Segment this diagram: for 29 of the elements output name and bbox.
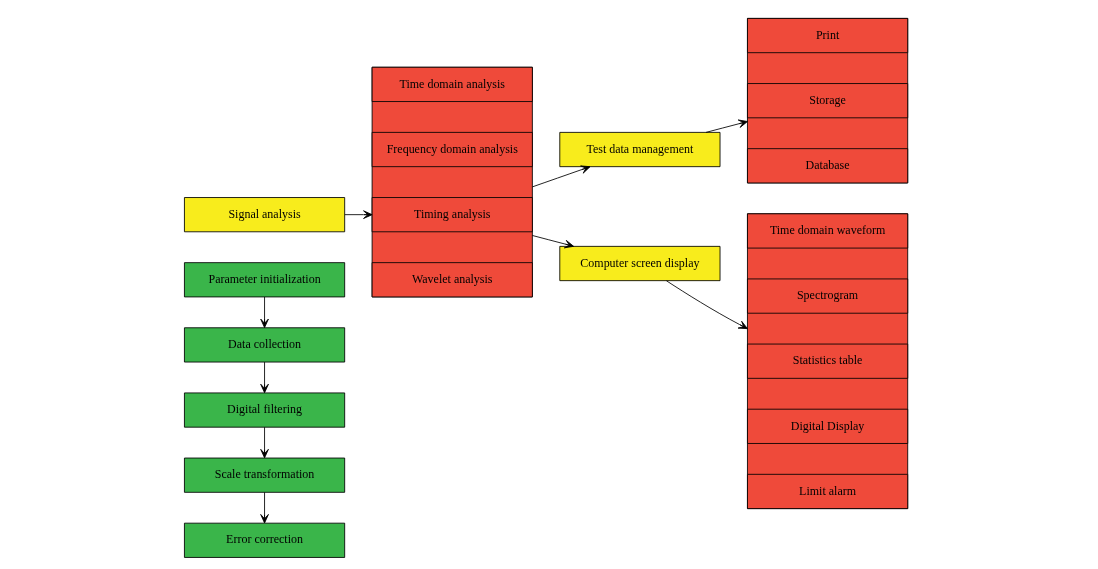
node-box: Database [746, 148, 908, 184]
arrow [259, 361, 269, 394]
arrow [705, 119, 748, 133]
node-box: Spectrogram [746, 278, 908, 314]
node-box: Statistics table [746, 343, 908, 379]
arrow [259, 296, 269, 329]
node-box: Limit alarm [746, 473, 908, 510]
arrow [259, 491, 269, 524]
node-box: Time domain analysis [371, 66, 533, 102]
arrow [259, 426, 269, 459]
node-box: Parameter initialization [183, 262, 345, 298]
arrow [531, 165, 590, 188]
node-box: Wavelet analysis [371, 262, 533, 298]
node-box: Print [746, 18, 908, 54]
node-box: Storage [746, 83, 908, 119]
node-box: Timing analysis [371, 197, 533, 233]
node-box: Test data management [558, 131, 720, 168]
arrow [665, 280, 748, 330]
node-box: Data collection [183, 327, 345, 363]
node-box: Digital filtering [183, 392, 345, 428]
node-box: Frequency domain analysis [371, 131, 533, 168]
node-box: Scale transformation [183, 457, 345, 493]
arrow [343, 210, 373, 219]
node-box: Digital Display [746, 408, 908, 444]
arrow [531, 235, 574, 249]
node-box: Computer screen display [558, 245, 720, 282]
node-box: Error correction [183, 522, 345, 558]
node-box: Time domain waveform [746, 213, 908, 249]
node-box: Signal analysis [183, 197, 345, 233]
